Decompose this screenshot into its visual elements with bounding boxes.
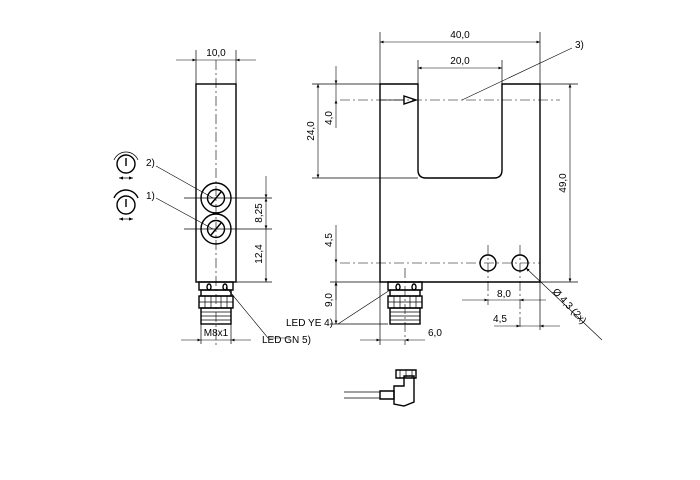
front-housing — [379, 83, 541, 283]
callout-3: 3) — [575, 40, 584, 51]
potentiometer-1 — [200, 213, 232, 245]
potentiometer-icon — [113, 151, 139, 180]
label-thread: M8x1 — [204, 328, 229, 339]
dim-slot-width: 20,0 — [450, 56, 470, 67]
dim-hole-diameter: Ø 4,3 (2x) — [550, 287, 588, 327]
label-led-gn: LED GN 5) — [262, 335, 311, 346]
dim-hole-edge: 4,5 — [493, 314, 507, 325]
led-gn-indicator — [206, 283, 212, 291]
dim-side-width: 10,0 — [206, 48, 226, 59]
dim-total-height: 49,0 — [558, 173, 569, 193]
dim-hole-spacing: 8,0 — [497, 289, 511, 300]
side-view: 10,0 8,25 12,4 M8x1 2) 1) — [113, 48, 290, 345]
dim-pot-to-bottom: 12,4 — [254, 244, 265, 264]
beam-arrow — [403, 95, 419, 105]
front-connector — [387, 268, 423, 345]
label-led-ye: LED YE 4) — [286, 318, 333, 329]
dim-hole-height: 4,5 — [324, 233, 335, 247]
dim-pot-spacing: 8,25 — [254, 203, 265, 223]
dim-connector-offset: 6,0 — [428, 328, 442, 339]
led-icon — [113, 189, 139, 221]
cable-connector-icon — [344, 369, 417, 407]
dim-slot-depth: 24,0 — [306, 121, 317, 141]
dim-top-width: 40,0 — [450, 30, 470, 41]
potentiometer-2 — [200, 182, 232, 214]
callout-2: 2) — [146, 158, 155, 169]
callout-1: 1) — [146, 191, 155, 202]
front-view: 40,0 20,0 24,0 4,0 49,0 4,5 9,0 — [306, 30, 603, 345]
dim-beam-offset: 4,0 — [324, 111, 335, 125]
led-ye-indicator — [395, 283, 401, 291]
dim-connector-length: 9,0 — [324, 293, 335, 307]
